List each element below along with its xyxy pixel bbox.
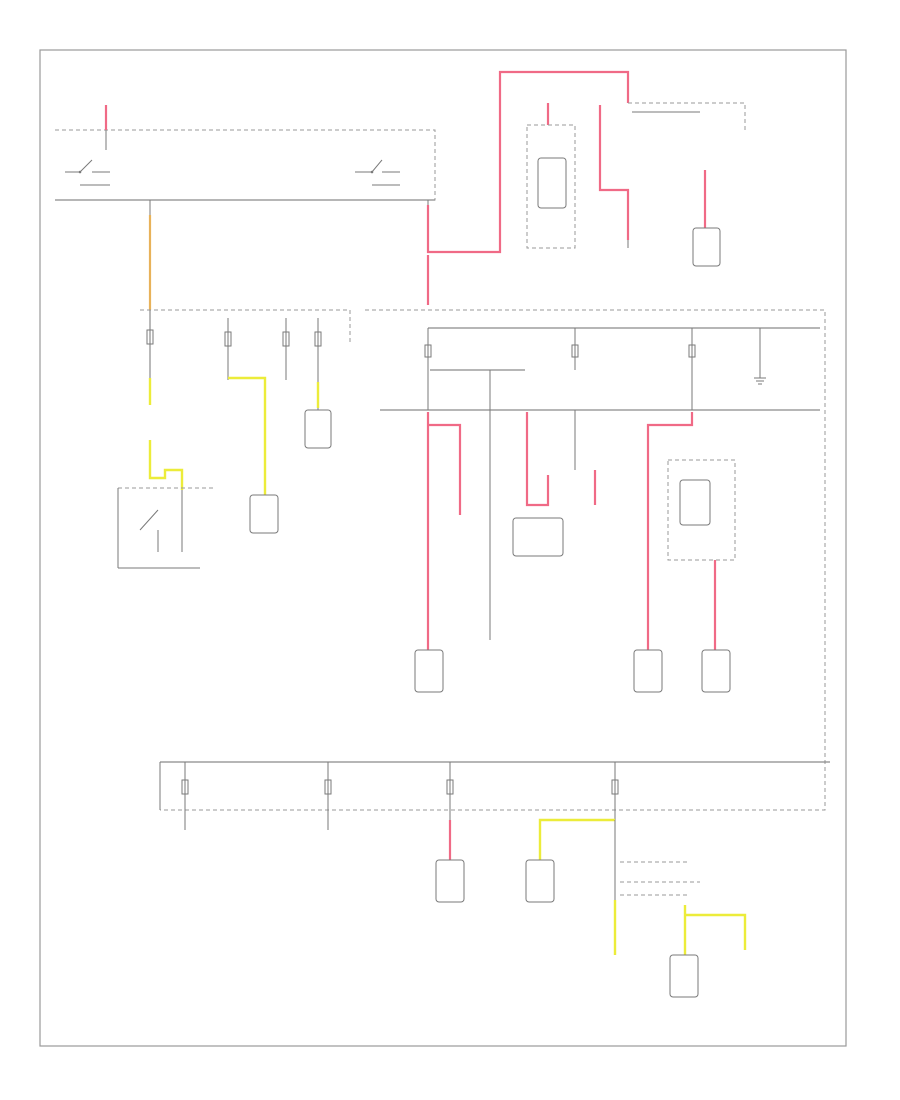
switch-assembly (117, 487, 215, 569)
connector-mid-2 (633, 649, 663, 693)
top-right-bracket (628, 102, 746, 130)
right-fuse-block (160, 309, 826, 811)
fuse-4 (314, 331, 322, 347)
connector-left-2 (304, 409, 332, 449)
wire-yellow-left-3 (228, 376, 267, 495)
relay-right (355, 159, 400, 186)
wire-pink-mid-2 (428, 423, 462, 515)
fuse-1 (146, 329, 154, 345)
ground-symbol (754, 370, 766, 385)
top-right-module (526, 124, 576, 249)
connector-bottom-1 (435, 859, 465, 903)
component-relay-center (512, 517, 564, 557)
fuse-2 (224, 331, 232, 347)
connector-mid-3 (701, 649, 731, 693)
diagram-border (39, 49, 847, 1047)
wire-pink-mid-5 (646, 412, 694, 650)
relay-left (65, 159, 110, 186)
component-module-right (667, 459, 736, 561)
wire-pink-mid-3 (525, 412, 550, 507)
connector-top-right (692, 227, 721, 267)
wire-pink-top-loop (426, 70, 630, 254)
connector-left-1 (249, 494, 279, 534)
connector-mid-1 (414, 649, 444, 693)
fuse-3 (282, 331, 290, 347)
wire-yellow-bottom-1 (538, 818, 615, 860)
wire-yellow-bottom-4 (685, 913, 747, 950)
top-left-junction-block (55, 105, 436, 215)
wire-pink-top-branch (598, 105, 630, 240)
wire-yellow-left-2 (148, 440, 184, 490)
bottom-fuse-block (159, 761, 830, 830)
connector-bottom-2 (525, 859, 555, 903)
connector-bottom-3 (669, 954, 699, 998)
